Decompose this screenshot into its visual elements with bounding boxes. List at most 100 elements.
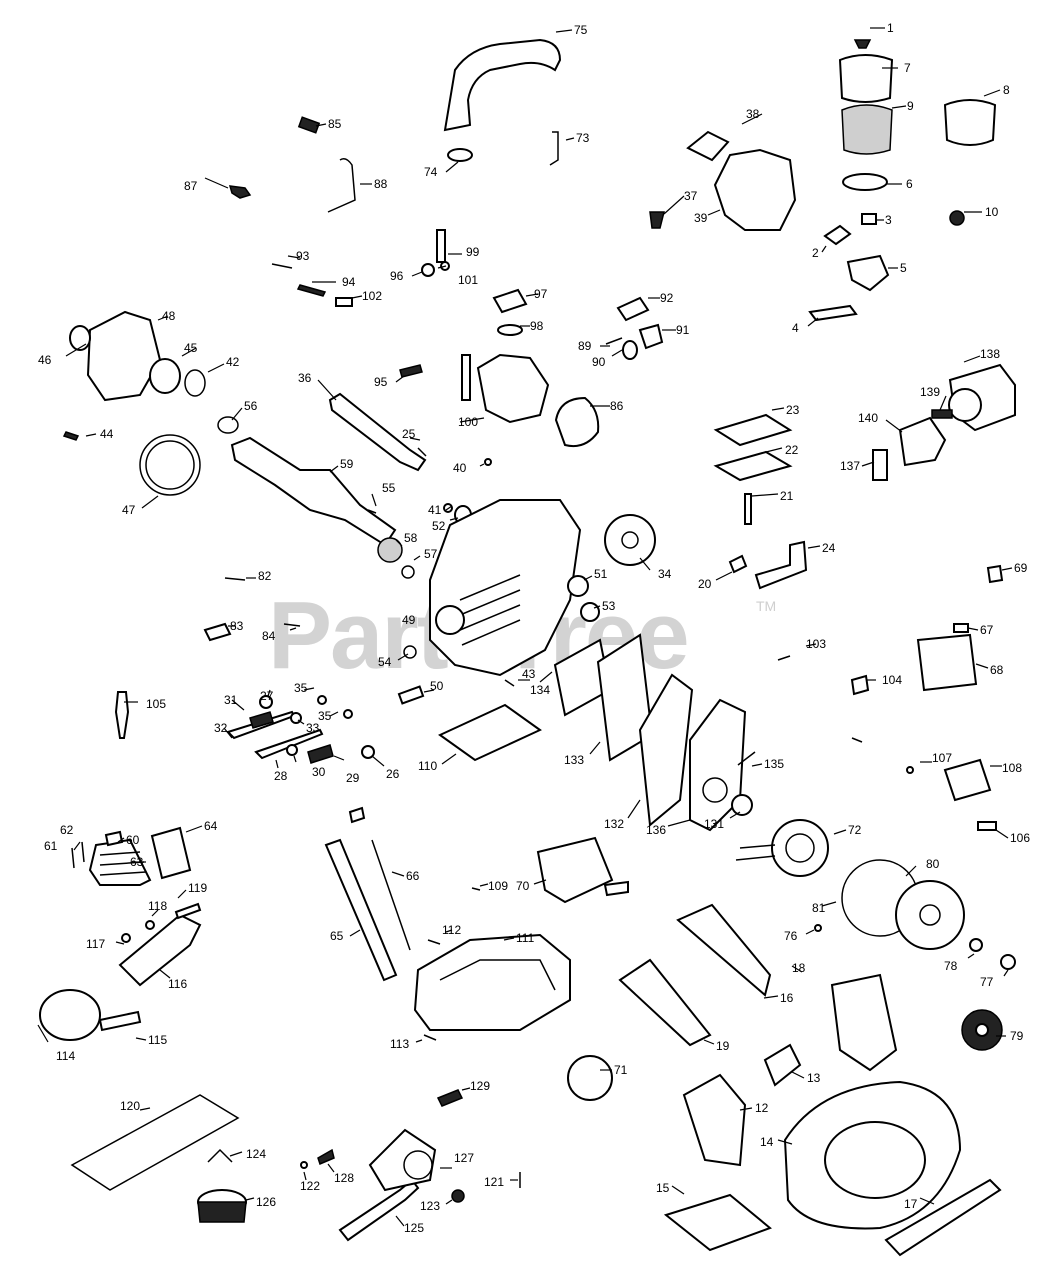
- callout-132: 132: [604, 817, 625, 831]
- callout-30: 30: [312, 765, 326, 779]
- callout-10: 10: [985, 205, 999, 219]
- part-55-key: [367, 509, 377, 514]
- part-61-62-bolts: [71, 841, 85, 869]
- callout-84: 84: [262, 629, 276, 643]
- callout-19: 19: [716, 1039, 730, 1053]
- callout-77: 77: [980, 975, 994, 989]
- part-20-clamp: [728, 554, 748, 574]
- part-70-shaft: [603, 880, 629, 897]
- part-78-washer: [969, 938, 983, 952]
- part-118-bolt: [145, 920, 155, 930]
- part-30-seal: [286, 744, 298, 756]
- part-34-gear-hub: [621, 531, 639, 549]
- part-135-screw: [737, 751, 756, 766]
- callout-113: 113: [390, 1037, 410, 1051]
- part-100-lever: [461, 354, 471, 401]
- callout-124: 124: [246, 1147, 267, 1161]
- part-65-tube: [324, 838, 398, 982]
- part-23-gasket: [713, 413, 793, 447]
- callout-48: 48: [162, 309, 176, 323]
- part-57-washer: [401, 565, 415, 579]
- callout-107: 107: [932, 751, 953, 765]
- part-29-spring: [307, 744, 334, 764]
- part-13-bracket: [763, 1043, 802, 1087]
- callout-65: 65: [330, 929, 344, 943]
- part-96-screw: [421, 263, 435, 277]
- part-38-gasket: [686, 130, 730, 162]
- callout-54: 54: [378, 655, 392, 669]
- callout-24: 24: [822, 541, 836, 555]
- part-39-carburetor: [713, 148, 797, 231]
- callout-121: 121: [484, 1175, 505, 1189]
- part-69-clip: [986, 564, 1004, 584]
- part-92-cover: [616, 296, 650, 322]
- callout-120: 120: [120, 1099, 141, 1113]
- callout-5: 5: [900, 261, 907, 275]
- callout-104: 104: [882, 673, 903, 687]
- part-47-piston-rings: [139, 434, 201, 496]
- part-50-pin: [397, 685, 425, 705]
- part-34-cam-gear: [604, 514, 656, 566]
- callout-85: 85: [328, 117, 342, 131]
- part-48-bearing-plate: [86, 310, 162, 402]
- part-47-piston-rings-inner: [145, 440, 195, 490]
- callout-25: 25: [402, 427, 416, 441]
- callout-13: 13: [807, 1071, 821, 1085]
- callout-62: 62: [60, 823, 74, 837]
- callout-105: 105: [146, 697, 167, 711]
- part-2-gasket: [823, 224, 852, 246]
- part-25-pin: [417, 447, 427, 457]
- part-18-shroud: [830, 973, 898, 1072]
- callout-83: 83: [230, 619, 244, 633]
- callout-32: 32: [214, 721, 228, 735]
- part-71-kit: [567, 1055, 613, 1101]
- part-124-spring: [207, 1148, 233, 1163]
- part-82-clip: [224, 577, 246, 581]
- callout-60: 60: [126, 833, 140, 847]
- part-107-terminal: [906, 766, 914, 774]
- callout-93: 93: [296, 249, 310, 263]
- part-24-breather-tube: [754, 540, 808, 590]
- callout-21: 21: [780, 489, 794, 503]
- callout-26: 26: [386, 767, 400, 781]
- callout-140: 140: [858, 411, 879, 425]
- callout-4: 4: [792, 321, 799, 335]
- callout-57: 57: [424, 547, 438, 561]
- part-95-spring: [399, 364, 423, 378]
- callout-88: 88: [374, 177, 388, 191]
- part-110-gasket: [438, 703, 542, 762]
- callout-35: 35: [294, 681, 308, 695]
- part-72-stator: [771, 819, 829, 877]
- part-21-stud: [744, 493, 752, 525]
- part-35-lock-a: [317, 695, 327, 705]
- part-115-piston-pin: [98, 1010, 142, 1032]
- callout-47: 47: [122, 503, 136, 517]
- part-122-nut: [300, 1161, 308, 1169]
- part-15-guard: [663, 1193, 772, 1252]
- callout-81: 81: [812, 901, 826, 915]
- callout-52: 52: [432, 519, 446, 533]
- callout-8: 8: [1003, 83, 1010, 97]
- part-67-clip: [953, 623, 969, 633]
- part-140-adapter: [898, 416, 947, 467]
- part-127-pump-gear: [403, 1150, 433, 1180]
- callout-134: 134: [530, 683, 551, 697]
- callout-67: 67: [980, 623, 994, 637]
- part-45-bearing: [149, 358, 181, 394]
- callout-59: 59: [340, 457, 354, 471]
- callout-28: 28: [274, 769, 288, 783]
- part-129-spring: [436, 1089, 464, 1107]
- callout-123: 123: [420, 1199, 441, 1213]
- callout-41: 41: [428, 503, 442, 517]
- callout-43: 43: [522, 667, 536, 681]
- callout-133: 133: [564, 753, 585, 767]
- callout-128: 128: [334, 1171, 355, 1185]
- part-138-filter-face: [948, 388, 982, 422]
- part-94-spring: [296, 284, 327, 297]
- callout-75: 75: [574, 23, 588, 37]
- callout-1: 1: [887, 21, 894, 35]
- part-46-oil-seal: [69, 325, 91, 351]
- part-99-lever: [436, 229, 446, 263]
